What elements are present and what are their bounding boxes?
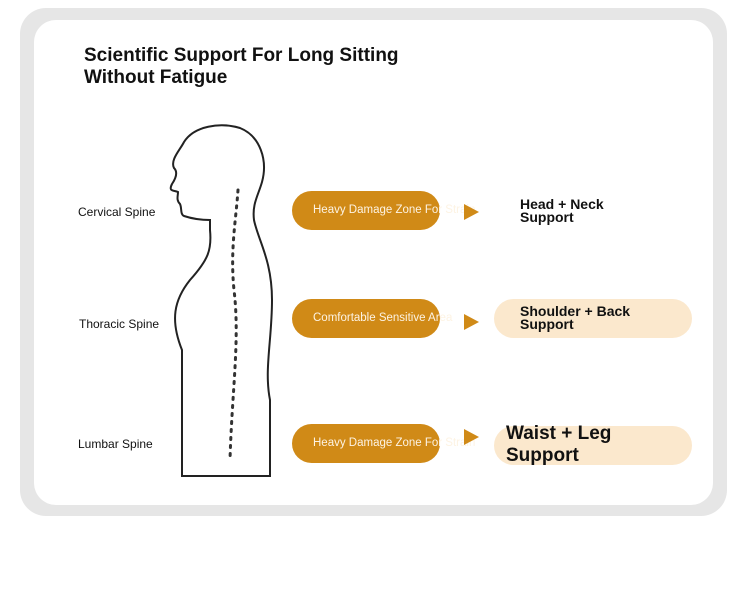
- title-line: Scientific Support For Long Sitting: [84, 45, 399, 66]
- page-title: Scientific Support For Long Sitting With…: [84, 45, 399, 89]
- support-line: Waist + Leg: [506, 423, 612, 444]
- cervical-spine-label: Cervical Spine: [78, 205, 156, 219]
- arrow-right-icon: [464, 429, 479, 445]
- spine-dots: [228, 188, 240, 462]
- zone-text: Heavy Damage Zone For Strain: [313, 204, 476, 216]
- arrow-right-icon: [464, 204, 479, 220]
- arrow-right-icon: [464, 314, 479, 330]
- zone-text: Heavy Damage Zone For Strain: [313, 437, 476, 449]
- support-line: Support: [520, 209, 574, 225]
- zone-text: Comfortable Sensitive Area: [313, 312, 453, 324]
- thoracic-spine-label: Thoracic Spine: [79, 317, 160, 331]
- zone-pill-cervical: Heavy Damage Zone For Strain: [292, 191, 475, 230]
- support-line: Support: [506, 445, 579, 466]
- zone-pill-thoracic: Comfortable Sensitive Area: [292, 299, 452, 338]
- human-silhouette-icon: [169, 124, 274, 477]
- support-line: Shoulder + Back: [520, 303, 631, 319]
- support-line: Head + Neck: [520, 196, 604, 212]
- title-line: Without Fatigue: [84, 67, 228, 88]
- zone-pill-lumbar: Heavy Damage Zone For Strain: [292, 424, 475, 463]
- lumbar-spine-label: Lumbar Spine: [78, 437, 153, 451]
- support-line: Support: [520, 316, 574, 332]
